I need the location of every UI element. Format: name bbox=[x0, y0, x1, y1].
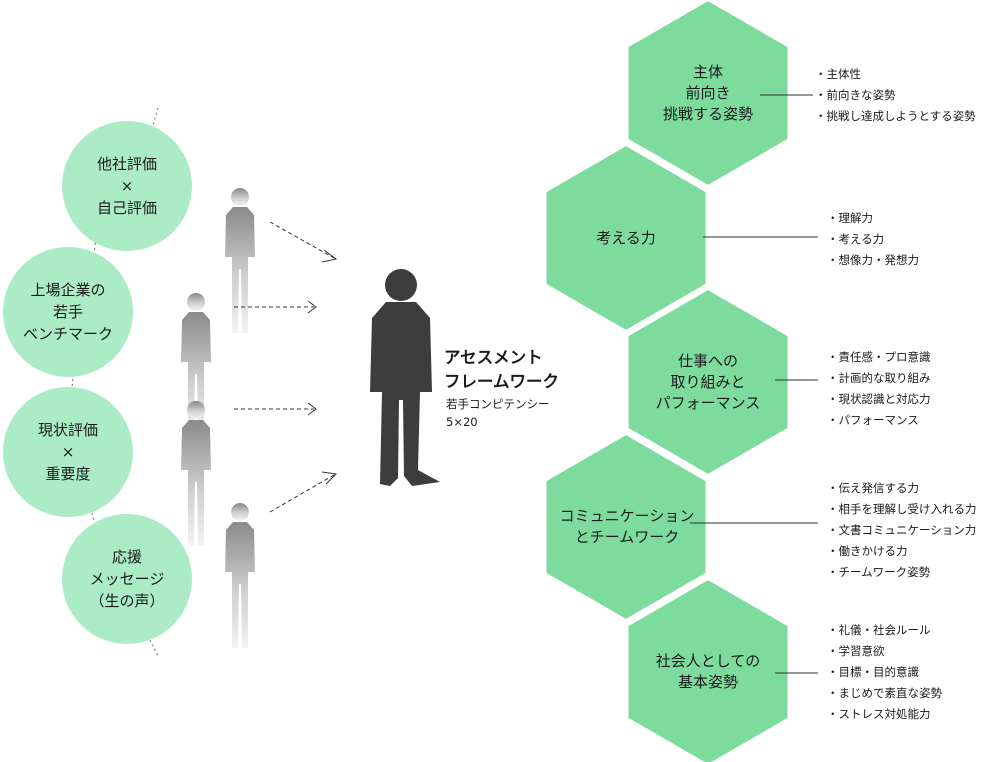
list-item: ・相手を理解し受け入れる力 bbox=[827, 502, 977, 516]
hexagon-shape bbox=[626, 577, 790, 762]
hex-label-communication: コミュニケーション とチームワーク bbox=[559, 507, 695, 546]
dashed-arrows bbox=[234, 221, 338, 513]
list-item: ・考える力 bbox=[827, 232, 885, 246]
list-item: ・現状認識と対応力 bbox=[827, 392, 931, 406]
circle-listed-company-benchmark: 上場企業の 若手 ベンチマーク bbox=[22, 281, 113, 343]
circle-other-self-evaluation: 他社評価 × 自己評価 bbox=[96, 155, 157, 217]
list-basic-attitude: ・礼儀・社会ルール ・学習意欲 ・目標・目的意識 ・まじめで素直な姿勢 ・ストレ… bbox=[827, 620, 942, 725]
list-item: ・目標・目的意識 bbox=[827, 665, 919, 679]
list-work-performance: ・責任感・プロ意識 ・計画的な取り組み ・現状認識と対応力 ・パフォーマンス bbox=[827, 347, 931, 431]
center-subtitle: 若手コンピテンシー 5×20 bbox=[446, 397, 550, 429]
circle-shape bbox=[3, 247, 133, 377]
circle-shape bbox=[3, 387, 133, 517]
list-item: ・理解力 bbox=[827, 211, 873, 225]
hex-label-basic-attitude: 社会人としての 基本姿勢 bbox=[655, 652, 761, 691]
hex-label-initiative: 主体 前向き 挑戦する姿勢 bbox=[662, 62, 753, 123]
list-item: ・挑戦し達成しようとする姿勢 bbox=[815, 109, 976, 123]
hexagon-shape bbox=[544, 432, 708, 622]
list-item: ・前向きな姿勢 bbox=[815, 88, 896, 102]
list-item: ・文書コミュニケーション力 bbox=[827, 523, 977, 537]
list-item: ・働きかける力 bbox=[827, 544, 908, 558]
hex-label-thinking: 考える力 bbox=[596, 228, 656, 247]
circle-shape bbox=[62, 514, 192, 644]
main-person-figure bbox=[370, 269, 440, 486]
circle-shape bbox=[62, 121, 192, 251]
list-thinking: ・理解力 ・考える力 ・想像力・発想力 bbox=[827, 208, 919, 271]
hexagon-shape bbox=[626, 287, 790, 477]
circle-current-evaluation-importance: 現状評価 × 重要度 bbox=[37, 421, 98, 483]
list-item: ・学習意欲 bbox=[827, 644, 885, 658]
list-item: ・主体性 bbox=[815, 67, 861, 81]
hex-label-work-performance: 仕事への 取り組みと パフォーマンス bbox=[655, 351, 761, 412]
hexagon-shape bbox=[544, 143, 708, 333]
list-item: ・想像力・発想力 bbox=[827, 253, 919, 267]
list-item: ・ストレス対処能力 bbox=[827, 707, 931, 721]
list-item: ・計画的な取り組み bbox=[827, 371, 931, 385]
list-item: ・礼儀・社会ルール bbox=[827, 623, 931, 637]
person-figure bbox=[181, 188, 255, 648]
center-title: アセスメント フレームワーク bbox=[444, 348, 560, 391]
list-item: ・伝え発信する力 bbox=[827, 481, 919, 495]
list-item: ・責任感・プロ意識 bbox=[827, 350, 931, 364]
list-item: ・まじめで素直な姿勢 bbox=[827, 686, 942, 700]
list-communication: ・伝え発信する力 ・相手を理解し受け入れる力 ・文書コミュニケーション力 ・働き… bbox=[827, 478, 977, 583]
list-item: ・チームワーク姿勢 bbox=[827, 565, 931, 579]
hexagon-shape bbox=[626, 0, 790, 188]
list-initiative: ・主体性 ・前向きな姿勢 ・挑戦し達成しようとする姿勢 bbox=[815, 64, 976, 127]
list-item: ・パフォーマンス bbox=[827, 413, 919, 427]
circle-support-message: 応援 メッセージ （生の声） bbox=[89, 548, 165, 610]
